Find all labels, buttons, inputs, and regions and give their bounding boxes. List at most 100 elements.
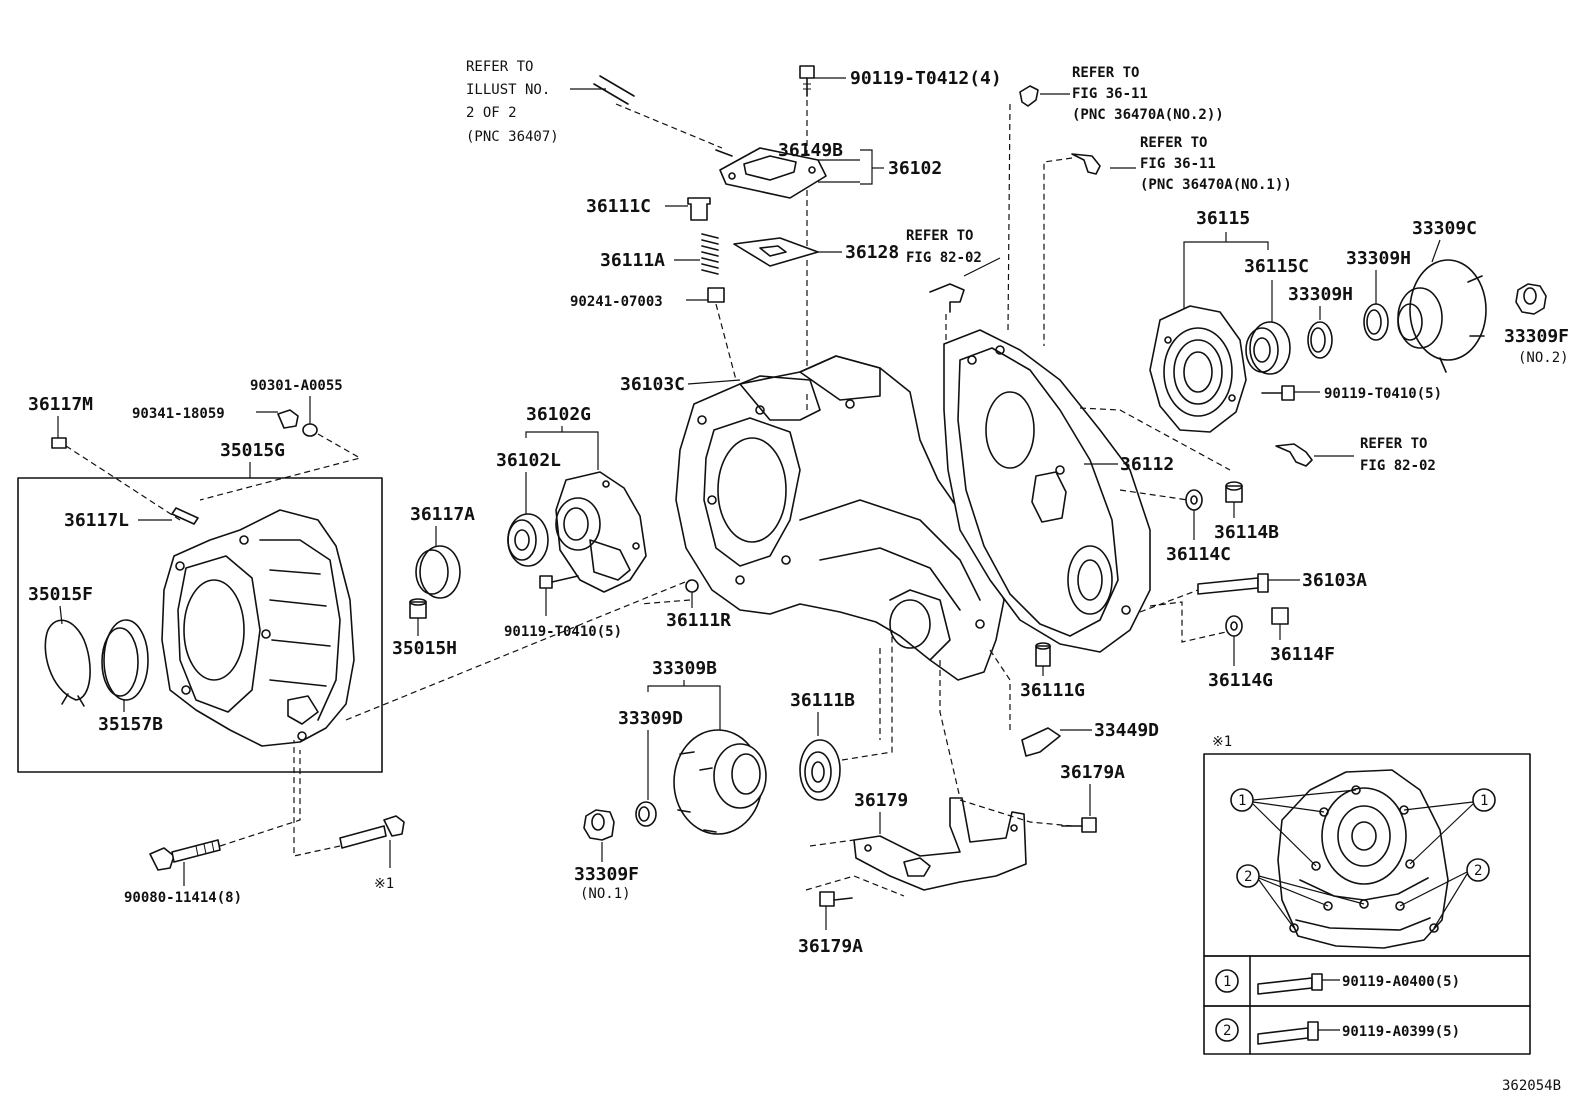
svg-text:1: 1 [1223,974,1231,990]
top-cover-36149B: 36149B 36102 [715,140,942,199]
label-33309F-right-no: (NO.2) [1518,350,1569,366]
nut-33309F-no1: 33309F (NO.1) [574,809,639,902]
label-36111R: 36111R [666,610,731,631]
refer-note-illust: REFER TO ILLUST NO. 2 OF 2 (PNC 36407) [466,59,723,149]
svg-text:(PNC 36407): (PNC 36407) [466,129,559,145]
label-36102: 36102 [888,158,942,179]
label-33309F-left: 33309F [574,864,639,885]
label-33309H-b: 33309H [1288,284,1353,305]
label-36117M: 36117M [28,394,93,415]
bolt-36179A-right: 36179A [1060,762,1125,833]
inset-callout-1-left: 1 [1230,788,1357,867]
label-36114G: 36114G [1208,670,1273,691]
seal-33309H-b: 33309H [1288,284,1353,359]
svg-text:FIG 36-11: FIG 36-11 [1140,156,1216,172]
seal-36117A: 36117A [410,504,475,599]
svg-text:2: 2 [1474,863,1482,879]
svg-text:2 OF 2: 2 OF 2 [466,105,517,121]
flange-33309B [673,729,767,835]
inset-case-view [1277,769,1449,949]
pin-36111G: 36111G [1020,642,1085,701]
label-36102L: 36102L [496,450,561,471]
label-36179A-a: 36179A [1060,762,1125,783]
pin-35015H: 35015H [392,598,457,659]
seal-36111B: 36111B [790,630,893,801]
spring-36111A: 36111A [600,233,719,275]
label-36115: 36115 [1196,208,1250,229]
label-36111A: 36111A [600,250,665,271]
label-36128: 36128 [845,242,899,263]
seal-33309D [635,801,657,827]
housing-35015G [161,509,355,747]
label-33309B: 33309B [652,658,717,679]
label-36111G: 36111G [1020,680,1085,701]
label-36112: 36112 [1120,454,1174,475]
inset-note1: ※1 1 [1203,734,1531,1055]
diagram-id: 362054B [1502,1078,1561,1094]
svg-text:ILLUST NO.: ILLUST NO. [466,82,550,98]
label-36114F: 36114F [1270,644,1335,665]
svg-text:(PNC 36470A(NO.2)): (PNC 36470A(NO.2)) [1072,107,1224,123]
bearing-36115C: 36115C [1244,256,1309,375]
refer-note-fig36-11-no2: REFER TO FIG 36-11 (PNC 36470A(NO.2)) [1007,65,1224,331]
label-35015G: 35015G [220,440,285,461]
label-90080-11414: 90080-11414(8) [124,890,242,906]
svg-text:2: 2 [1244,869,1252,885]
bolt-36114B: 36114B [1214,481,1279,543]
label-33309H-a: 33309H [1346,248,1411,269]
pump-body-36102G [555,471,647,593]
inset-row-1: 1 90119-A0400(5) [1215,969,1460,995]
bolt-90080-11414: 90080-11414(8) [124,839,242,906]
label-33449D: 33449D [1094,720,1159,741]
flange-33309C: 33309C [1397,218,1487,373]
inset-part-1: 90119-A0400(5) [1342,974,1460,990]
label-35015G-group: 35015G [220,440,285,478]
label-36117L: 36117L [64,510,129,531]
svg-text:FIG 82-02: FIG 82-02 [906,250,982,266]
inset-callout-1-right: 1 [1403,788,1496,865]
label-33309F-left-no: (NO.1) [580,886,631,902]
box-35015G [17,477,383,773]
svg-text:1: 1 [1480,793,1488,809]
inset-callout-2-right: 2 [1399,858,1490,929]
label-35157B: 35157B [98,714,163,735]
bolt-36103A: 36103A [1139,570,1367,613]
label-36103A: 36103A [1302,570,1367,591]
label-36179A-b: 36179A [798,936,863,957]
retainer-36115: 36115 [1149,208,1269,433]
seal-33309H-a: 33309H [1346,248,1411,341]
label-36179: 36179 [854,790,908,811]
rear-case-36112: 36112 [943,329,1174,653]
ring-35157B: 35157B [98,619,163,735]
pin-36117L: 36117L [64,507,199,531]
bracket-33449D: 33449D [989,649,1159,757]
washer-36114G: 36114G [1149,601,1273,691]
washer-36114C: 36114C [1166,489,1231,565]
gasket-36128: 36128 [733,237,899,267]
label-36114B: 36114B [1214,522,1279,543]
bolt-90341-18059: 90341-18059 [132,406,299,429]
svg-text:REFER TO: REFER TO [1140,135,1207,151]
label-90119-T0410-mid: 90119-T0410(5) [504,624,622,640]
svg-text:1: 1 [1238,793,1246,809]
label-90119-T0410-right: 90119-T0410(5) [1324,386,1442,402]
label-35015H: 35015H [392,638,457,659]
svg-text:REFER TO: REFER TO [466,59,533,75]
label-90301-A0055: 90301-A0055 [250,378,343,394]
label-36114C: 36114C [1166,544,1231,565]
seal-36102L [507,513,549,567]
svg-text:FIG 82-02: FIG 82-02 [1360,458,1436,474]
refer-note-fig82-02-top: REFER TO FIG 82-02 [906,228,1001,351]
inset-callout-2-left: 2 [1236,864,1365,929]
svg-text:2: 2 [1223,1023,1231,1039]
nut-33309F-no2: 33309F (NO.2) [1504,283,1569,366]
plug-36111R: 36111R [666,579,731,631]
refer-note-fig36-11-no1: REFER TO FIG 36-11 (PNC 36470A(NO.1)) [1043,135,1292,346]
group-36102G: 36102G 36102L [496,404,599,514]
refer-note-fig82-02-right: REFER TO FIG 82-02 [1275,436,1436,474]
label-36115C: 36115C [1244,256,1309,277]
bolt-36114F: 36114F [1270,607,1335,665]
label-33309F-right: 33309F [1504,326,1569,347]
inset-mark: ※1 [1212,734,1232,750]
label-36117A: 36117A [410,504,475,525]
